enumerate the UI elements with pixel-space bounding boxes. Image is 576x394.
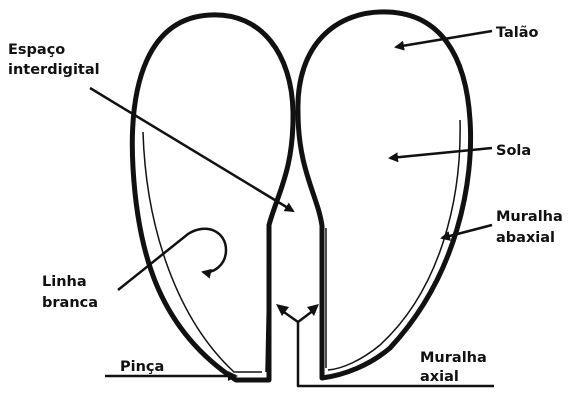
left-claw-white-line [143, 132, 262, 372]
label-muralha-abaxial-line2: abaxial [496, 230, 555, 246]
espaco-interdigital-arrow [90, 88, 293, 211]
label-espaco-interdigital-line2: interdigital [8, 62, 100, 78]
muralha-abaxial-arrow [442, 225, 492, 238]
label-pinca: Pinça [120, 359, 164, 375]
label-talao: Talão [496, 25, 539, 41]
label-espaco-interdigital-line1: Espaço [8, 42, 65, 58]
sola-arrow [390, 148, 492, 158]
label-linha-branca-line1: Linha [42, 274, 87, 290]
label-muralha-abaxial-line1: Muralha [496, 209, 563, 225]
label-muralha-axial-line1: Muralha [420, 350, 487, 366]
label-sola: Sola [496, 143, 531, 159]
right-claw-outer-wall [298, 12, 471, 378]
talao-arrow [396, 31, 492, 47]
linha-branca-arrow [118, 229, 226, 290]
label-muralha-axial-line2: axial [420, 369, 459, 385]
label-linha-branca-line2: branca [42, 295, 98, 311]
